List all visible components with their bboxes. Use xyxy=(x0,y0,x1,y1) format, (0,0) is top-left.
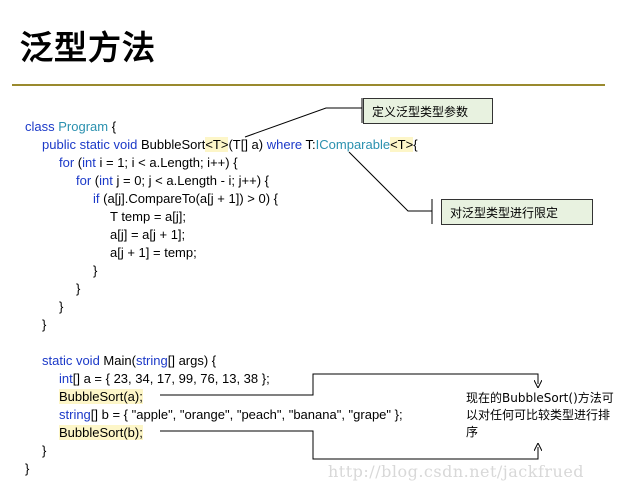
code-line: public static void BubbleSort<T>(T[] a) … xyxy=(42,136,418,154)
code-line: static void Main(string[] args) { xyxy=(42,352,216,370)
code-line: a[j] = a[j + 1]; xyxy=(110,227,186,242)
code-token: class xyxy=(25,119,59,134)
code-line: if (a[j].CompareTo(a[j + 1]) > 0) { xyxy=(93,190,278,208)
code-token: (T[] a) xyxy=(228,137,267,152)
code-token: for xyxy=(59,155,78,170)
bubble-sort-call-highlight: BubbleSort(a); xyxy=(59,389,143,404)
code-token: (a[j].CompareTo(a[j + 1]) > 0) { xyxy=(103,191,278,206)
code-token: { xyxy=(108,119,117,134)
code-line: } xyxy=(59,299,64,314)
code-token: string xyxy=(135,353,168,368)
code-line: T temp = a[j]; xyxy=(110,209,186,224)
code-token: [] b = { xyxy=(90,407,132,422)
code-token: string xyxy=(59,407,91,422)
code-token: if xyxy=(93,191,104,206)
code-line: for (int i = 1; i < a.Length; i++) { xyxy=(59,154,238,172)
title-divider xyxy=(12,84,605,86)
code-token: i = 1; i < a.Length; i++) { xyxy=(95,155,238,170)
arrow-connector xyxy=(160,430,538,460)
code-line: a[j + 1] = temp; xyxy=(110,245,197,260)
code-token: }; xyxy=(391,407,403,422)
code-token: for xyxy=(76,173,95,188)
watermark: http://blog.csdn.net/jackfrued xyxy=(328,462,585,481)
sort-note: 现在的BubbleSort()方法可以对任何可比较类型进行排序 xyxy=(466,391,614,439)
arrow-connector xyxy=(160,373,538,396)
code-line: int[] a = { 23, 34, 17, 99, 76, 13, 38 }… xyxy=(59,370,270,388)
code-line: BubbleSort(b); xyxy=(59,424,143,442)
code-token: [] a = { 23, 34, 17, 99, 76, 13, 38 }; xyxy=(72,371,270,386)
code-token: int xyxy=(59,371,73,386)
code-line: } xyxy=(25,461,30,476)
type-parameter-highlight: <T> xyxy=(205,137,229,152)
code-token: ( xyxy=(94,173,100,188)
code-line: } xyxy=(42,317,47,332)
type-parameter-callout: 定义泛型类型参数 xyxy=(363,98,493,124)
code-line: string[] b = { "apple", "orange", "peach… xyxy=(59,406,403,424)
code-token: Main( xyxy=(103,353,136,368)
code-token: "apple", "orange", "peach", "banana", "g… xyxy=(131,407,392,422)
code-token: T: xyxy=(305,137,316,152)
code-line: class Program { xyxy=(25,118,116,136)
code-line: for (int j = 0; j < a.Length - i; j++) { xyxy=(76,172,269,190)
code-token: j = 0; j < a.Length - i; j++) { xyxy=(112,173,269,188)
code-token: public static void xyxy=(42,137,141,152)
type-parameter-highlight: <T> xyxy=(390,137,414,152)
slide-title: 泛型方法 xyxy=(20,28,156,67)
leader-line xyxy=(244,107,362,138)
code-token: where xyxy=(266,137,306,152)
code-token: { xyxy=(413,137,418,152)
code-token: [] args) { xyxy=(167,353,217,368)
code-token: static void xyxy=(42,353,104,368)
code-token: int xyxy=(82,155,96,170)
leader-line xyxy=(348,151,432,212)
code-token: IComparable xyxy=(315,137,391,152)
bubble-sort-call-highlight: BubbleSort(b); xyxy=(59,425,143,440)
code-token: Program xyxy=(58,119,109,134)
code-token: ( xyxy=(77,155,83,170)
constraint-callout: 对泛型类型进行限定 xyxy=(441,199,593,225)
code-line: BubbleSort(a); xyxy=(59,388,143,406)
code-token: int xyxy=(99,173,113,188)
code-token: BubbleSort xyxy=(141,137,206,152)
code-line: } xyxy=(42,443,47,458)
code-line: } xyxy=(93,263,98,278)
code-line: } xyxy=(76,281,81,296)
